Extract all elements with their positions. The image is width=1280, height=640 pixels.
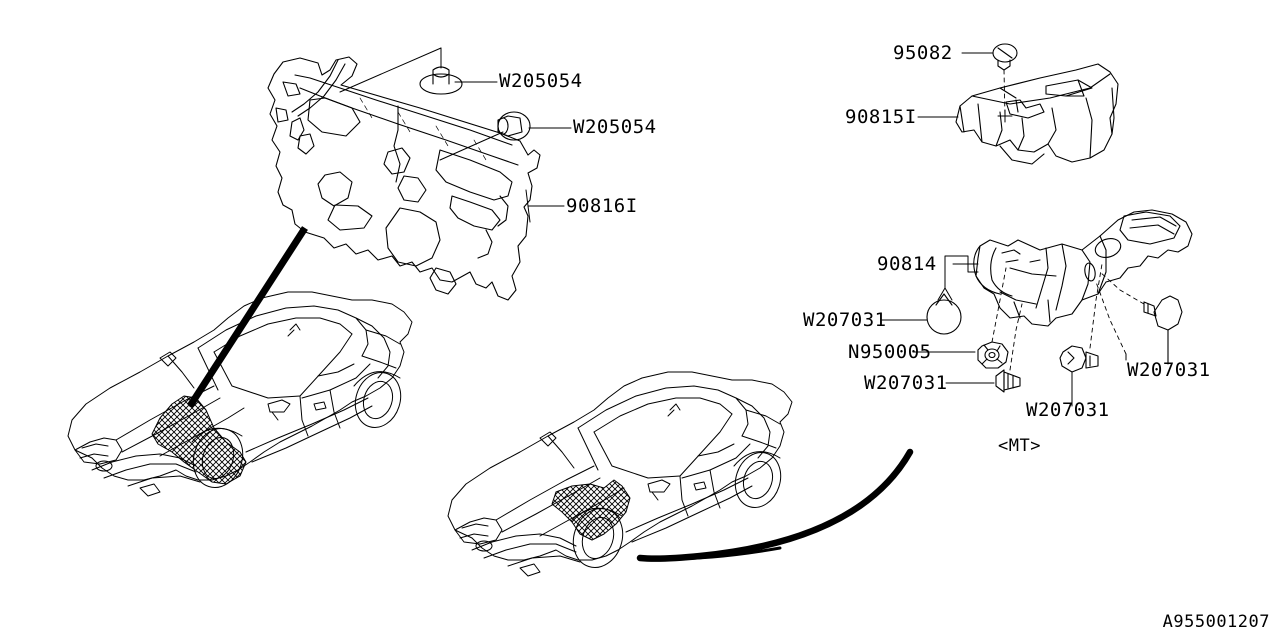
label-tunnel-cover: 90814	[877, 253, 937, 275]
highlight-dash-area-left	[151, 395, 247, 485]
highlight-tunnel-area-right	[551, 479, 631, 541]
leader-center-bottom-to-part	[1089, 263, 1103, 349]
part-hump-insulator-90815i	[955, 63, 1119, 165]
part-dash-insulator-90816i	[267, 56, 541, 301]
leader-clip-top-1	[339, 47, 498, 93]
leader-lower-left-to-part	[1009, 303, 1023, 371]
leader-thick-left	[187, 226, 308, 408]
clip-w207031-center-bottom	[1059, 345, 1099, 373]
label-clip-right: W207031	[1127, 359, 1211, 381]
leader-dash-insulator	[525, 189, 565, 223]
label-clip-center-bottom: W207031	[1026, 399, 1110, 421]
clip-w205054-top-1	[419, 66, 463, 95]
clip-w207031-right	[1143, 295, 1183, 365]
clip-w205054-top-2	[497, 111, 531, 141]
clip-w207031-lower-left	[995, 369, 1021, 393]
leader-clip-right-to-part	[1095, 271, 1145, 355]
label-clip-top-2: W205054	[573, 116, 657, 138]
leader-nut-to-part	[991, 267, 1007, 343]
clip-w207031-left	[926, 293, 962, 335]
label-nut-rosette: N950005	[848, 341, 932, 363]
label-dash-insulator: 90816I	[566, 195, 638, 217]
label-clip-top-1: W205054	[499, 70, 583, 92]
vehicle-view-right	[447, 371, 793, 577]
leader-thick-right	[636, 448, 914, 562]
nut-n950005	[977, 341, 1009, 369]
label-clip-lower-left: W207031	[864, 372, 948, 394]
part-plug-95082	[992, 43, 1018, 71]
label-hump-insulator: 90815I	[845, 106, 917, 128]
label-transmission-note: <MT>	[998, 436, 1041, 456]
label-plug-95082: 95082	[893, 42, 953, 64]
label-clip-left: W207031	[803, 309, 887, 331]
leader-clip-top-2	[439, 127, 572, 161]
diagram-number: A955001207	[1162, 612, 1270, 632]
part-tunnel-cover-90814	[973, 209, 1193, 327]
leader-clip-left-bracket	[937, 255, 979, 301]
